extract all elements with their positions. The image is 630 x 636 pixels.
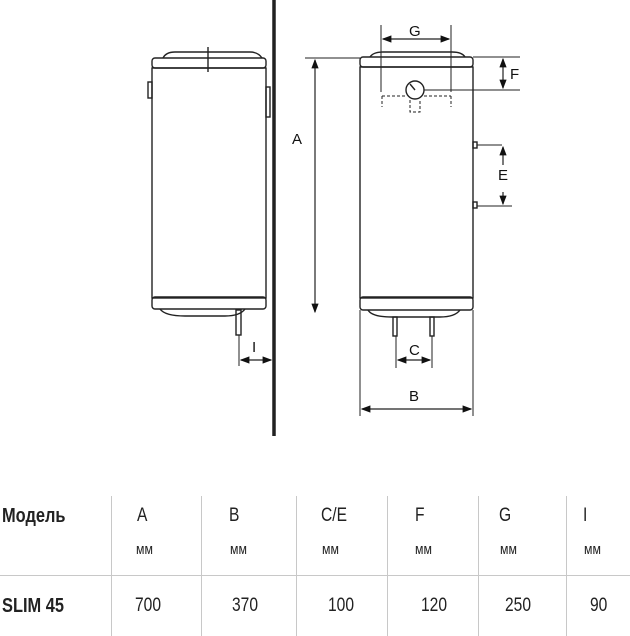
- header-i: I: [583, 505, 588, 526]
- unit-f: мм: [415, 541, 432, 558]
- label-g: G: [409, 23, 421, 40]
- water-heater-drawing: G A F E I C B: [147, 0, 520, 436]
- value-i: 90: [590, 595, 608, 616]
- value-g: 250: [505, 595, 531, 616]
- unit-a: мм: [136, 541, 153, 558]
- label-f: F: [510, 66, 519, 83]
- unit-ce: мм: [322, 541, 339, 558]
- label-i: I: [252, 339, 256, 356]
- front-view-heater: [359, 51, 478, 337]
- header-b: B: [229, 505, 240, 526]
- value-b: 370: [232, 595, 258, 616]
- value-a: 700: [135, 595, 161, 616]
- header-a: A: [137, 505, 148, 526]
- value-ce: 100: [328, 595, 354, 616]
- header-g: G: [499, 505, 512, 526]
- label-b: B: [409, 388, 419, 405]
- label-e: E: [498, 167, 508, 184]
- label-a: A: [292, 131, 302, 148]
- header-model: Модель: [2, 505, 66, 527]
- row-model: SLIM 45: [2, 595, 64, 617]
- unit-b: мм: [230, 541, 247, 558]
- header-ce: C/E: [321, 505, 347, 526]
- label-c: C: [409, 342, 420, 359]
- row-divider: [0, 575, 630, 576]
- unit-i: мм: [584, 541, 601, 558]
- unit-g: мм: [500, 541, 517, 558]
- side-view-heater: [147, 47, 271, 336]
- header-f: F: [415, 505, 425, 526]
- value-f: 120: [421, 595, 447, 616]
